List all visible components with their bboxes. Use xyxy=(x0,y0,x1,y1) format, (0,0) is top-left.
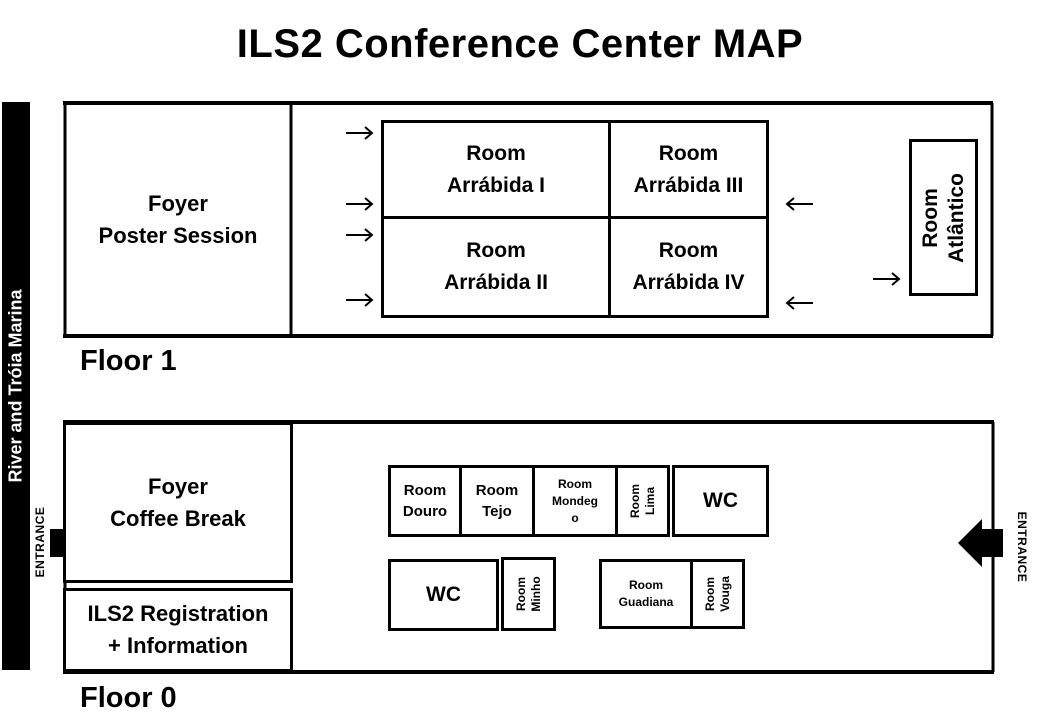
arrow-icon xyxy=(346,228,374,242)
foyer-poster-session-label: Foyer Poster Session xyxy=(98,190,258,248)
entrance-arrow-icon xyxy=(958,519,1003,567)
wc-bottom-label: WC xyxy=(426,583,461,606)
room-lima-label: Room Lima xyxy=(627,484,657,518)
registration-label: ILS2 Registration + Information xyxy=(87,601,269,658)
wc-bottom: WC xyxy=(388,559,499,631)
arrow-icon xyxy=(873,272,901,286)
arrow-icon xyxy=(346,126,374,140)
wc-top-label: WC xyxy=(703,489,738,512)
room-arrabida-4-label: Room Arrábida IV xyxy=(632,239,745,294)
room-mondego-label: Room Mondeg o xyxy=(552,476,598,525)
entrance-left-label: ENTRANCE xyxy=(33,506,47,578)
room-arrabida-1-label: Room Arrábida I xyxy=(446,141,546,197)
floor-0-label: Floor 0 xyxy=(80,682,177,714)
room-vouga-label: Room Vouga xyxy=(702,576,732,612)
room-atlantico-label: Room Atlântico xyxy=(918,172,968,263)
arrow-icon xyxy=(785,296,813,310)
arrow-icon xyxy=(785,197,813,211)
room-douro: Room Douro xyxy=(388,465,462,537)
foyer-coffee-break: Foyer Coffee Break xyxy=(63,422,293,583)
room-arrabida-2-label: Room Arrábida II xyxy=(444,239,548,294)
entrance-right-label: ENTRANCE xyxy=(1015,511,1029,583)
room-lima: Room Lima xyxy=(615,465,670,537)
room-arrabida-3-label: Room Arrábida III xyxy=(633,141,744,197)
room-vouga: Room Vouga xyxy=(690,559,745,629)
room-mondego: Room Mondeg o xyxy=(532,465,618,537)
arrow-icon xyxy=(346,197,374,211)
room-arrabida-2: Room Arrábida II xyxy=(381,216,611,318)
room-guadiana: Room Guadiana xyxy=(599,559,693,629)
registration-desk: ILS2 Registration + Information xyxy=(63,588,293,672)
room-arrabida-3: Room Arrábida III xyxy=(608,120,769,219)
room-minho-label: Room Minho xyxy=(513,576,543,612)
foyer-poster-session: Foyer Poster Session xyxy=(67,105,289,334)
room-atlantico: Room Atlântico xyxy=(909,139,978,296)
room-tejo-label: Room Tejo xyxy=(475,482,519,520)
foyer-coffee-break-label: Foyer Coffee Break xyxy=(110,473,246,531)
room-arrabida-1: Room Arrábida I xyxy=(381,120,611,219)
floor1-outline xyxy=(63,101,994,338)
room-arrabida-4: Room Arrábida IV xyxy=(608,216,769,318)
room-guadiana-label: Room Guadiana xyxy=(618,578,674,609)
wc-top: WC xyxy=(672,465,769,537)
map-title: ILS2 Conference Center MAP xyxy=(236,22,804,66)
river-bar xyxy=(2,102,30,670)
room-tejo: Room Tejo xyxy=(459,465,535,537)
room-douro-label: Room Douro xyxy=(402,482,448,520)
arrow-icon xyxy=(346,293,374,307)
room-minho: Room Minho xyxy=(501,557,556,631)
floor-1-label: Floor 1 xyxy=(80,345,177,377)
